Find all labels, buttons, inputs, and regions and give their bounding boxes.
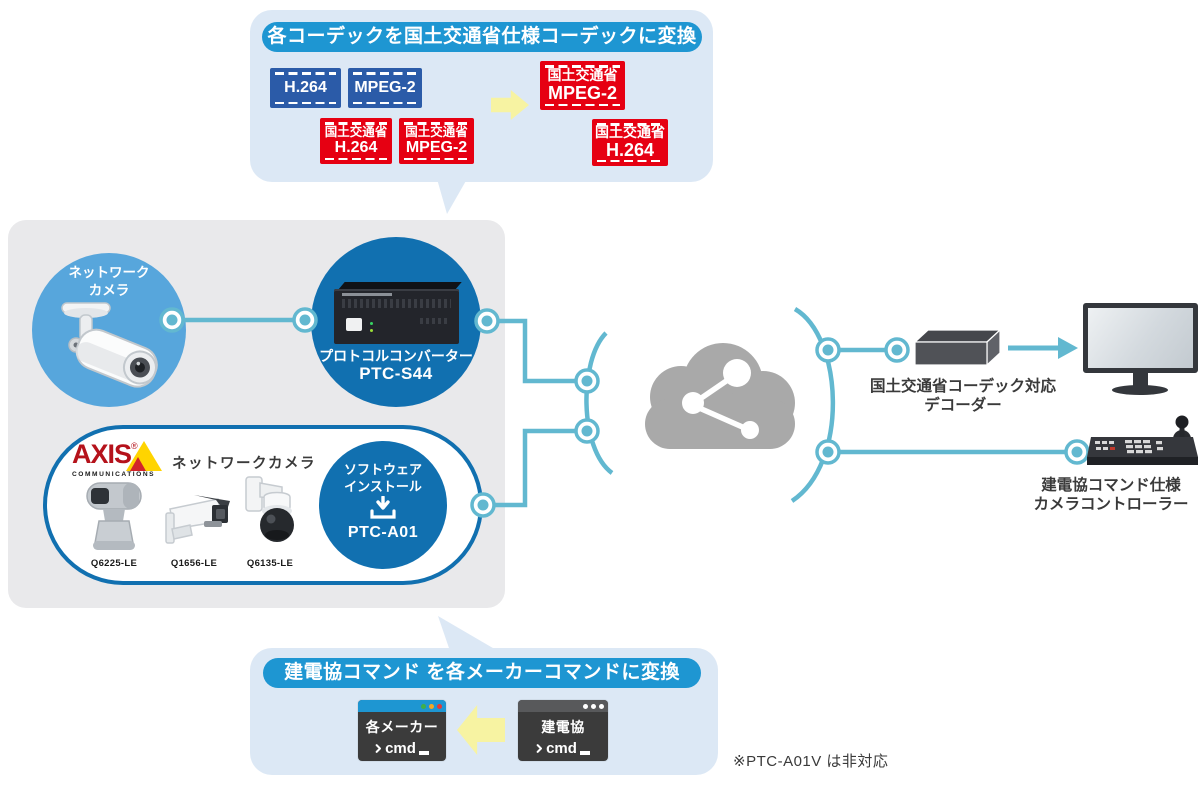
window-dot-yellow-icon — [429, 704, 434, 709]
chevron-right-icon — [375, 744, 382, 753]
axis-logo-triangle-inner-icon — [130, 457, 146, 471]
window-dot-green-icon — [421, 704, 426, 709]
terminal-kendenkyo-label: 建電協 — [541, 719, 585, 735]
terminal-maker-window: 各メーカー cmd — [358, 700, 446, 761]
terminal-maker-command: cmd — [385, 740, 416, 757]
decoder-box-image — [913, 328, 1002, 367]
axis-brand-text: AXIS — [72, 439, 132, 469]
top-bubble-tail — [437, 179, 467, 214]
q6225-camera-icon — [86, 482, 142, 550]
terminal-kendenkyo-command: cmd — [546, 740, 577, 757]
badge-line2: MPEG-2 — [547, 83, 617, 104]
axis-communications-text: COMMUNICATIONS — [72, 471, 156, 478]
model-label-q1656: Q1656-LE — [170, 558, 218, 569]
left-arc — [584, 331, 614, 475]
axis-network-camera-label: ネットワークカメラ — [172, 456, 316, 472]
block-cursor-icon — [579, 750, 590, 755]
monitor-stand-neck — [1133, 372, 1148, 386]
link-converter-cloud — [487, 318, 586, 384]
q1656-camera-icon — [165, 495, 230, 544]
controller-label: 建電協コマンド仕様 — [1041, 477, 1181, 494]
codec-conversion-title: 各コーデックを国土交通省仕様コーデックに変換 — [262, 22, 702, 52]
codec-badge-mlit-mpeg2: 国土交通省 MPEG-2 — [399, 118, 474, 164]
network-camera-label2: カメラ — [88, 283, 130, 298]
software-install-label2: インストール — [344, 479, 422, 494]
codec-badge-h264: H.264 — [270, 68, 341, 108]
camera-controller-image — [1087, 415, 1198, 465]
codec-badge-mpeg2: MPEG-2 — [348, 68, 422, 108]
terminal-maker-label: 各メーカー — [365, 719, 439, 735]
link-install-cloud — [483, 428, 586, 508]
terminal-kendenkyo-window: 建電協 cmd — [518, 700, 608, 761]
decoder-label2: デコーダー — [924, 397, 1002, 414]
badge-line1: 国土交通省 — [324, 124, 388, 139]
badge-line1: 国土交通省 — [547, 67, 618, 84]
window-dot-red-icon — [437, 704, 442, 709]
badge-line2: MPEG-2 — [405, 138, 468, 156]
output-badge-mlit-h264: 国土交通省 H.264 — [592, 119, 668, 166]
block-cursor-icon — [418, 750, 429, 755]
window-dot-icon — [599, 704, 604, 709]
terminal-maker-titlebar — [358, 700, 446, 712]
terminal-kendenkyo-titlebar — [518, 700, 608, 712]
decoder-monitor-arrowhead-icon — [1058, 337, 1078, 359]
monitor-image — [1083, 303, 1198, 373]
q6135-camera-icon — [245, 476, 294, 542]
footnote: ※PTC-A01V は非対応 — [733, 753, 889, 770]
decoder-label: 国土交通省コーデック対応 — [869, 378, 1056, 395]
model-label-q6135: Q6135-LE — [246, 558, 294, 569]
bottom-bubble-tail — [438, 616, 498, 651]
badge-line1: 国土交通省 — [405, 124, 468, 139]
output-badge-mlit-mpeg2: 国土交通省 MPEG-2 — [540, 61, 625, 110]
download-tray-icon — [370, 496, 396, 519]
badge-line2: H.264 — [605, 140, 655, 161]
codec-badge-mlit-h264: 国土交通省 H.264 — [320, 118, 392, 164]
share-network-icon — [682, 359, 759, 439]
ptc-s44-device-image — [334, 282, 462, 344]
window-dot-icon — [591, 704, 596, 709]
badge-line2: H.264 — [334, 138, 378, 156]
network-camera-label: ネットワーク — [68, 265, 150, 280]
right-arc — [790, 307, 836, 503]
ptc-a01-label: PTC-A01 — [347, 524, 419, 541]
controller-label2: カメラコントローラー — [1033, 496, 1189, 513]
monitor-stand-base — [1112, 385, 1168, 395]
cloud-network — [645, 343, 795, 449]
protocol-converter-label: プロトコルコンバーター — [319, 348, 473, 364]
window-dot-icon — [583, 704, 588, 709]
badge-line1: 国土交通省 — [595, 124, 665, 141]
network-camera-circle — [32, 253, 186, 407]
software-install-label: ソフトウェア — [343, 462, 422, 477]
connection-nodes — [159, 307, 1090, 518]
bullet-camera-icon — [61, 302, 158, 388]
chevron-right-icon — [536, 744, 543, 753]
command-conversion-title: 建電協コマンド を各メーカーコマンドに変換 — [263, 658, 701, 688]
model-label-q6225: Q6225-LE — [90, 558, 138, 569]
ptc-s44-label: PTC-S44 — [359, 364, 433, 383]
